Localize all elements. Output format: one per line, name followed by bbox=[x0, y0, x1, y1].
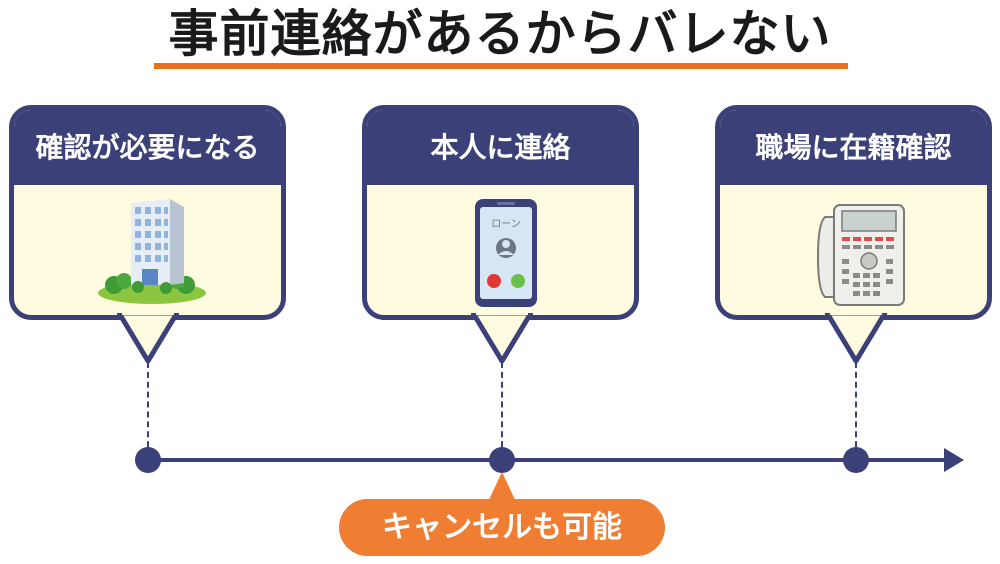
step-card-1-label: 確認が必要になる bbox=[14, 110, 281, 185]
office-building-icon bbox=[98, 199, 206, 304]
phone-screen-text: ローン bbox=[491, 219, 521, 230]
step-card-2-pointer bbox=[471, 313, 533, 364]
step-card-2: 本人に連絡 ローン bbox=[362, 105, 639, 320]
timeline-dot-1 bbox=[135, 447, 161, 473]
step-card-3-label: 職場に在籍確認 bbox=[720, 110, 987, 185]
title-underline bbox=[154, 63, 848, 69]
timeline-dot-3 bbox=[843, 447, 869, 473]
connector-2 bbox=[501, 362, 503, 457]
office-phone-icon bbox=[816, 204, 905, 306]
step-card-3: 職場に在籍確認 bbox=[715, 105, 992, 320]
timeline-dot-2 bbox=[489, 447, 515, 473]
diagram-title: 事前連絡があるからバレない bbox=[168, 5, 832, 63]
timeline-arrow bbox=[148, 448, 964, 472]
step-card-3-pointer bbox=[825, 313, 887, 364]
callout-pointer bbox=[487, 472, 517, 504]
step-card-1-pointer bbox=[117, 313, 179, 364]
connector-1 bbox=[147, 362, 149, 457]
step-card-2-label: 本人に連絡 bbox=[367, 110, 634, 185]
connector-3 bbox=[855, 362, 857, 457]
cancel-callout: キャンセルも可能 bbox=[339, 499, 665, 556]
smartphone-call-icon: ローン bbox=[475, 199, 537, 307]
step-card-1: 確認が必要になる bbox=[9, 105, 286, 320]
